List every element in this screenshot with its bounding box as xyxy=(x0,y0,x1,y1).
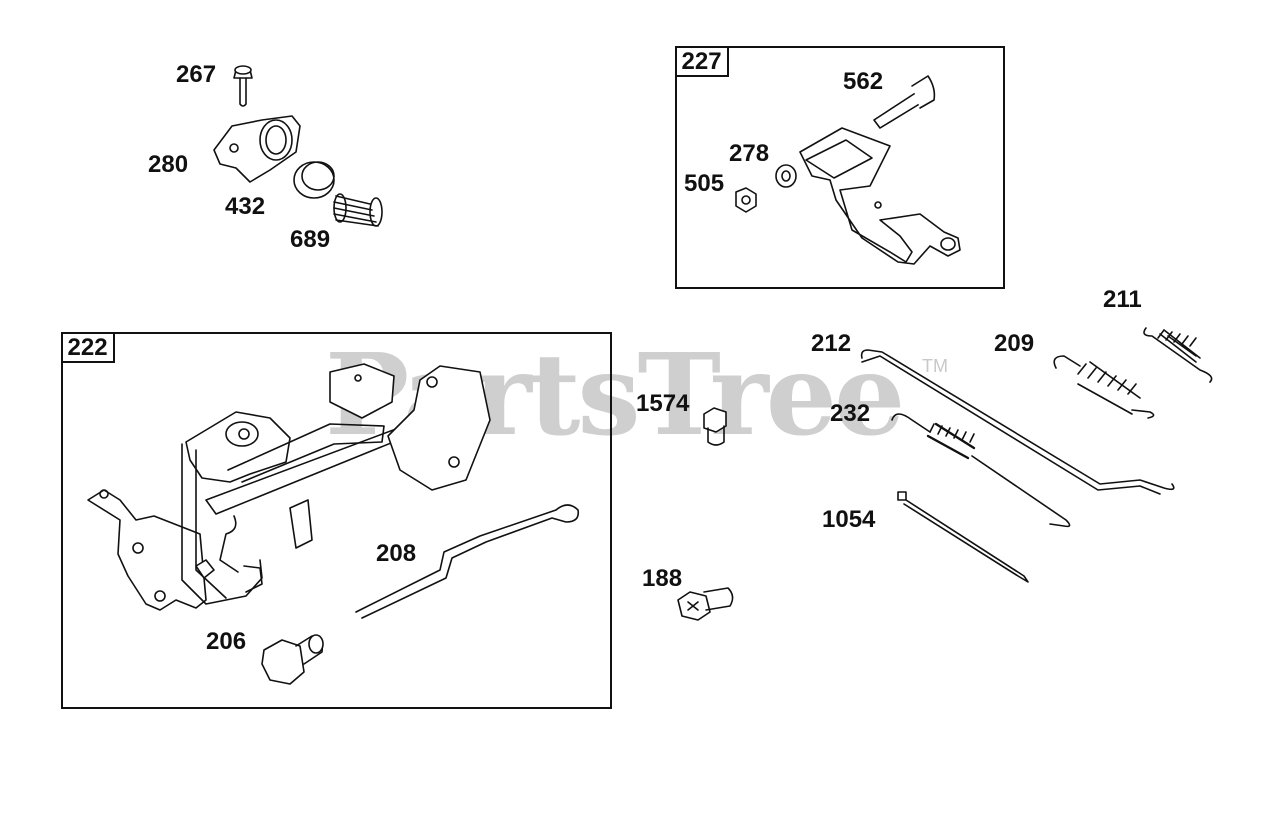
part-222-bracket-assembly xyxy=(87,363,491,611)
part-188-screw xyxy=(677,587,734,621)
part-number-689[interactable]: 689 xyxy=(290,226,331,253)
part-211-spring xyxy=(1143,327,1213,383)
part-number-432[interactable]: 432 xyxy=(225,193,266,220)
part-number-206[interactable]: 206 xyxy=(206,628,247,655)
part-267-screw xyxy=(233,65,253,107)
part-number-562[interactable]: 562 xyxy=(843,68,884,95)
part-1574-screw xyxy=(703,407,727,446)
part-209-spring xyxy=(1053,355,1155,419)
part-208-link xyxy=(355,504,580,619)
part-505-nut xyxy=(735,187,757,213)
part-number-278[interactable]: 278 xyxy=(729,140,770,167)
assembly-box-222: 222 xyxy=(60,331,612,709)
part-432-ring xyxy=(293,161,335,199)
part-number-232[interactable]: 232 xyxy=(830,400,871,427)
part-280-bracket xyxy=(213,115,301,183)
part-212-rod xyxy=(860,349,1175,495)
part-1054-cable-tie xyxy=(897,491,1029,583)
part-206-spacer xyxy=(261,634,324,685)
part-number-1574[interactable]: 1574 xyxy=(636,390,690,417)
assembly-box-227: 227 xyxy=(674,45,1005,289)
part-number-212[interactable]: 212 xyxy=(811,330,852,357)
part-278-washer xyxy=(775,164,797,188)
part-number-208[interactable]: 208 xyxy=(376,540,417,567)
part-number-209[interactable]: 209 xyxy=(994,330,1035,357)
part-562-bolt xyxy=(873,75,936,129)
part-number-280[interactable]: 280 xyxy=(148,151,189,178)
part-232-spring-rod xyxy=(891,413,1071,528)
part-227-lever xyxy=(799,127,961,265)
assembly-tag-222[interactable]: 222 xyxy=(60,331,115,363)
part-number-188[interactable]: 188 xyxy=(642,565,683,592)
watermark-trademark: TM xyxy=(922,356,948,376)
assembly-tag-227[interactable]: 227 xyxy=(674,45,729,77)
part-number-1054[interactable]: 1054 xyxy=(822,506,876,533)
part-number-267[interactable]: 267 xyxy=(176,61,217,88)
part-689-spring xyxy=(333,193,383,227)
part-number-505[interactable]: 505 xyxy=(684,170,725,197)
part-number-211[interactable]: 211 xyxy=(1103,286,1142,313)
